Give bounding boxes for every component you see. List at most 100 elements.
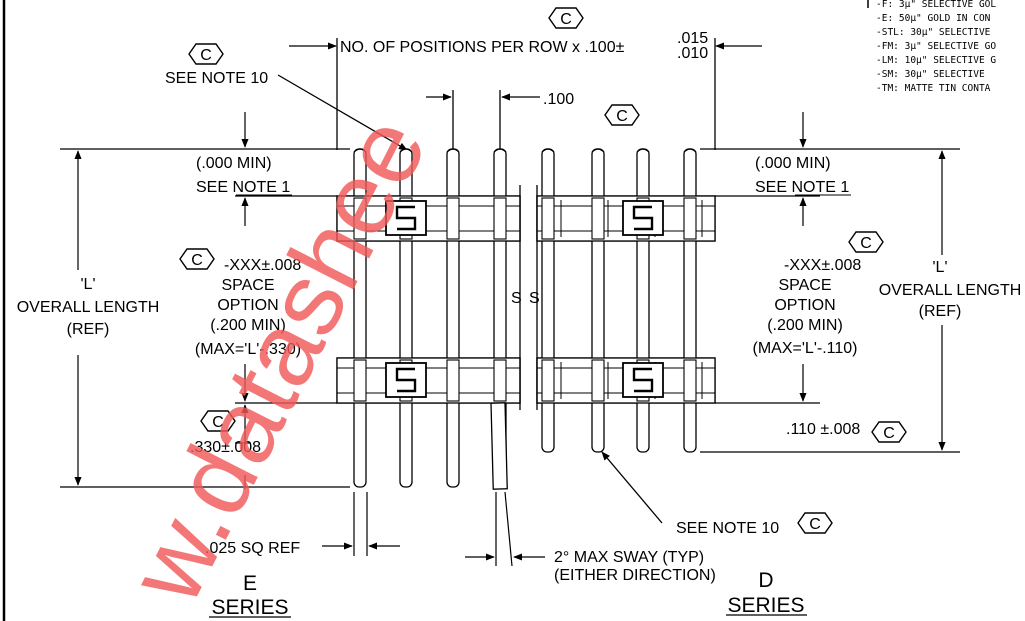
legend-line-4: -FM: 3μ" SELECTIVE GO xyxy=(876,41,996,52)
series-e-word: SERIES xyxy=(211,596,288,619)
right-see-note-1: SEE NOTE 1 xyxy=(755,179,849,196)
legend-line-3: -STL: 30μ" SELECTIVE xyxy=(876,27,991,38)
svg-text:C: C xyxy=(860,235,872,252)
pin-in-housing-4-1 xyxy=(493,197,507,240)
pin-in-housing-1-2 xyxy=(353,359,367,402)
left-extension-lines xyxy=(60,148,350,488)
positions-dimension xyxy=(289,38,762,150)
plating-legend: -F: 3μ" SELECTIVE GOL -E: 50μ" GOLD IN C… xyxy=(876,0,996,94)
pin-in-housing-5-2 xyxy=(541,359,555,402)
pin-tip-8 xyxy=(683,148,697,153)
see-note-10-label: SEE NOTE 10 xyxy=(165,70,268,87)
pitch-dimension xyxy=(426,90,540,150)
positions-dimension-text: NO. OF POSITIONS PER ROW x .100± xyxy=(340,39,625,56)
see-note-10-leader xyxy=(277,74,408,151)
svg-text:C: C xyxy=(191,252,203,269)
rev-hexagon-note10-bottom: C xyxy=(797,512,833,534)
sq-ref-text: .025 SQ REF xyxy=(205,540,300,557)
pin-in-housing-8-1 xyxy=(683,197,697,240)
right-min-text: (.000 MIN) xyxy=(755,155,831,172)
pin-7 xyxy=(636,148,650,453)
right-option-label: OPTION xyxy=(774,297,835,314)
legend-line-1: -F: 3μ" SELECTIVE GOL xyxy=(876,0,996,10)
rev-hexagon-right-space: C xyxy=(848,231,884,253)
rev-hexagon-top: C xyxy=(548,7,584,29)
housing-cells-2 xyxy=(560,200,703,237)
left-overall-ref: (REF) xyxy=(67,321,110,338)
pin-6 xyxy=(591,148,605,453)
series-d-word: SERIES xyxy=(727,594,804,617)
left-330-dim: .330±.008 xyxy=(190,439,261,456)
rev-hexagon-110: C xyxy=(871,421,907,443)
positions-tol-minus: .010 xyxy=(677,45,708,62)
logo-s-2 xyxy=(632,205,654,231)
pin-in-housing-1-1 xyxy=(353,197,367,240)
svg-text:C: C xyxy=(560,11,572,28)
pin-tip-7 xyxy=(636,148,650,153)
pin-in-housing-8-2 xyxy=(683,359,697,402)
pin-tip-6 xyxy=(591,148,605,153)
positions-tol-plus: .015 xyxy=(677,30,708,47)
see-note-10-bottom-leader xyxy=(601,451,663,524)
pin-tip-3 xyxy=(446,148,460,153)
swayed-pin xyxy=(490,402,508,490)
legend-line-5: -LM: 10μ" SELECTIVE G xyxy=(876,55,996,66)
pin-in-housing-6-2 xyxy=(591,359,605,402)
pin-tip-5 xyxy=(541,148,555,153)
pitch-text: .100 xyxy=(543,91,574,108)
pin-tip-1 xyxy=(353,148,367,153)
pin-in-housing-5-1 xyxy=(541,197,555,240)
right-space-min: (.200 MIN) xyxy=(767,317,843,334)
left-space-label: SPACE xyxy=(221,277,274,294)
sq-ref-dimension xyxy=(322,492,400,556)
center-break-lines xyxy=(519,185,538,410)
right-extension-lines xyxy=(700,148,960,453)
pin-in-housing-3-1 xyxy=(446,197,460,240)
left-min-text: (.000 MIN) xyxy=(196,155,272,172)
s-mark-left: S xyxy=(511,290,522,307)
right-space-value: -XXX±.008 xyxy=(784,257,861,274)
left-see-note-1: SEE NOTE 1 xyxy=(196,179,290,196)
rev-hexagon-pitch: C xyxy=(604,104,640,126)
right-overall-L: 'L' xyxy=(932,259,947,276)
right-110-dim: .110 ±.008 xyxy=(786,421,860,438)
pin-8 xyxy=(683,148,697,453)
pin-in-housing-3-2 xyxy=(446,359,460,402)
series-d-letter: D xyxy=(758,569,773,592)
svg-text:C: C xyxy=(212,414,224,431)
left-space-max: (MAX='L'-.330) xyxy=(195,341,301,358)
housing-ribs-1 xyxy=(337,205,520,232)
logo-s-4 xyxy=(632,367,654,393)
svg-text:C: C xyxy=(809,516,821,533)
left-overall-length: OVERALL LENGTH xyxy=(17,299,160,316)
right-overall-ref: (REF) xyxy=(919,303,962,320)
rev-hexagon-left-space: C xyxy=(179,248,215,270)
legend-line-7: -TM: MATTE TIN CONTA xyxy=(876,83,991,94)
logo-s-1 xyxy=(395,205,417,231)
left-option-label: OPTION xyxy=(217,297,278,314)
left-overall-L: 'L' xyxy=(80,276,95,293)
rev-hexagon-note10: C xyxy=(188,43,224,65)
svg-text:C: C xyxy=(883,425,895,442)
sway-text-2: (EITHER DIRECTION) xyxy=(554,567,716,584)
s-mark-right: S xyxy=(529,290,540,307)
legend-line-6: -SM: 30μ" SELECTIVE xyxy=(876,69,985,80)
see-note-10-bottom-label: SEE NOTE 10 xyxy=(676,520,779,537)
pin-in-housing-4-2 xyxy=(493,359,507,402)
legend-line-2: -E: 50μ" GOLD IN CON xyxy=(876,13,991,24)
svg-text:C: C xyxy=(616,108,628,125)
sway-dimension xyxy=(465,491,545,567)
left-space-min: (.200 MIN) xyxy=(210,317,286,334)
series-e-letter: E xyxy=(243,572,257,595)
rev-hexagon-330: C xyxy=(200,410,236,432)
left-space-value: -XXX±.008 xyxy=(224,257,301,274)
housing-cells-4 xyxy=(560,362,703,399)
right-space-label: SPACE xyxy=(778,277,831,294)
pin-tip-2 xyxy=(399,148,413,153)
right-overall-length: OVERALL LENGTH xyxy=(879,282,1022,299)
logo-s-3 xyxy=(395,367,417,393)
pin-tip-4 xyxy=(493,148,507,153)
pin-5 xyxy=(541,148,555,453)
